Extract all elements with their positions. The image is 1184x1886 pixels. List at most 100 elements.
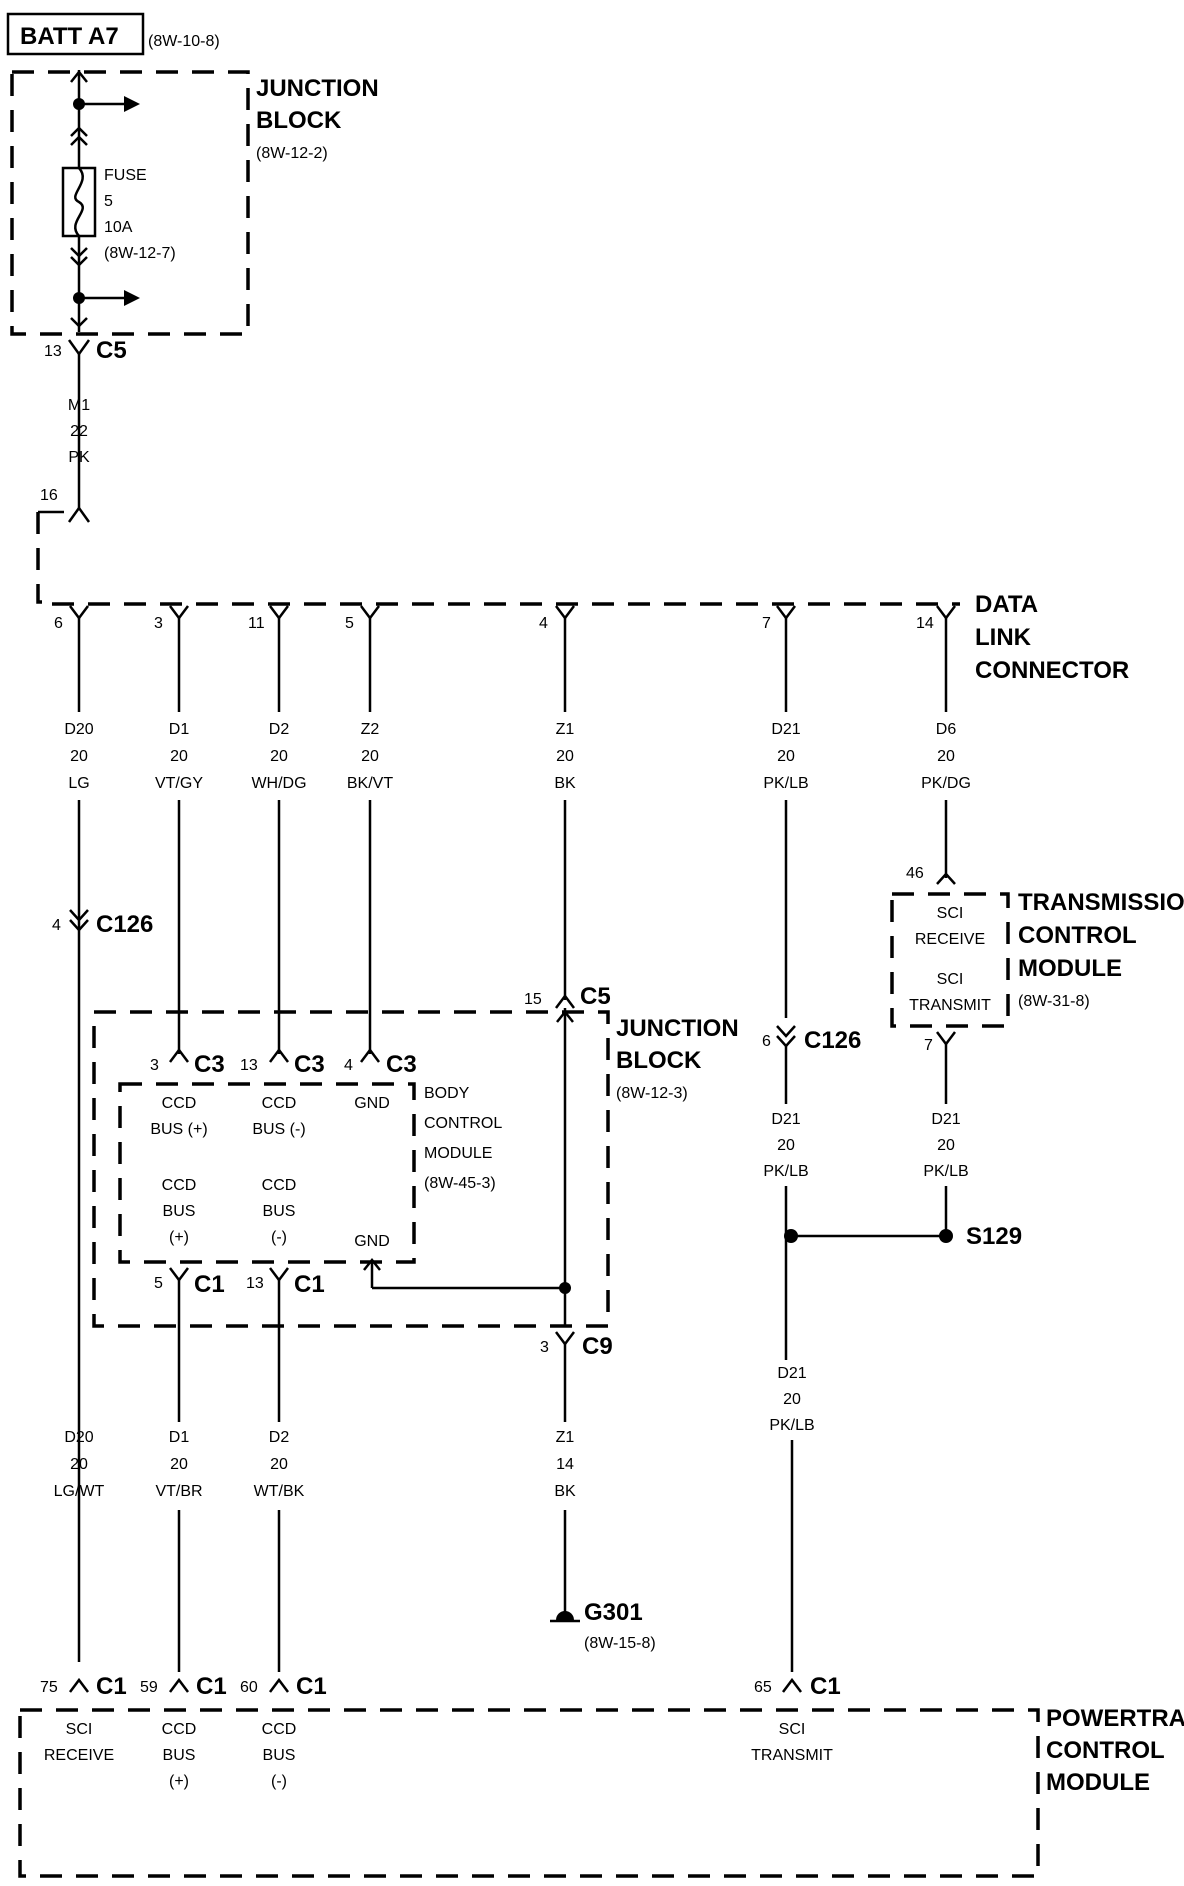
lw-z1-code: Z1 bbox=[556, 1429, 575, 1446]
lower-wire-labels: D20 20 LG/WT D1 20 VT/BR D2 20 WT/BK Z1 … bbox=[54, 1429, 576, 1500]
pcm-lbl-4b: TRANSMIT bbox=[751, 1747, 833, 1764]
wire-d1-code: D1 bbox=[169, 721, 190, 738]
pcm-name-1: POWERTRAIN bbox=[1046, 1705, 1184, 1732]
bcm-bot-1a: CCD bbox=[162, 1177, 197, 1194]
c126-left-chevron-icon bbox=[69, 909, 89, 922]
fuse-label-2: 5 bbox=[104, 193, 113, 210]
ground-name: G301 bbox=[584, 1599, 643, 1626]
c9-name: C9 bbox=[582, 1333, 613, 1360]
tcm-out-wire-color: PK/LB bbox=[923, 1163, 968, 1180]
pcm-pin-60: 60 bbox=[240, 1679, 258, 1696]
wire-z1-code: Z1 bbox=[556, 721, 575, 738]
pcm-lbl-2a: CCD bbox=[162, 1721, 197, 1738]
bcm-bot-1b: BUS bbox=[163, 1203, 196, 1220]
pcm-name-2: CONTROL bbox=[1046, 1737, 1165, 1764]
c126-left-name: C126 bbox=[96, 911, 153, 938]
dlc-name-2: LINK bbox=[975, 624, 1032, 651]
tcm-receive-1: SCI bbox=[937, 905, 964, 922]
lower-wires bbox=[177, 1280, 567, 1672]
tcm-name-1: TRANSMISSION bbox=[1018, 889, 1184, 916]
ground-icon bbox=[556, 1611, 574, 1620]
fuse-in-chevron2-icon bbox=[70, 135, 88, 146]
d21-low-color: PK/LB bbox=[769, 1417, 814, 1434]
bcm-top-gnd: GND bbox=[354, 1095, 390, 1112]
splice-name: S129 bbox=[966, 1223, 1022, 1250]
fuse-out-chevron-icon bbox=[70, 247, 88, 258]
c3-c-pin: 4 bbox=[344, 1057, 353, 1074]
c126-right-chevron-icon bbox=[776, 1025, 796, 1038]
wire-d6-code: D6 bbox=[936, 721, 957, 738]
c3-pin13-connector-icon bbox=[269, 1047, 289, 1063]
tcm-outline bbox=[890, 892, 1010, 1028]
wire-d2-code: D2 bbox=[269, 721, 290, 738]
c126-right-pin: 6 bbox=[762, 1033, 771, 1050]
fuse-element-icon bbox=[74, 167, 84, 237]
c3-b-name: C3 bbox=[294, 1051, 325, 1078]
lw-d1-code: D1 bbox=[169, 1429, 190, 1446]
wire-z2-code: Z2 bbox=[361, 721, 380, 738]
pcm-c1-d: C1 bbox=[810, 1673, 841, 1700]
bcm-bot-2a: CCD bbox=[262, 1177, 297, 1194]
pcm-outline bbox=[18, 1708, 1040, 1878]
fuse-out-chevron2-icon bbox=[70, 256, 88, 267]
fuse-label-3: 10A bbox=[104, 219, 133, 236]
c5-top-pin: 13 bbox=[44, 343, 62, 360]
wire-d21-code: D21 bbox=[771, 721, 800, 738]
pcm-lbl-3b: BUS bbox=[263, 1747, 296, 1764]
c3-c-name: C3 bbox=[386, 1051, 417, 1078]
tcm-pin46-connector-icon bbox=[936, 872, 956, 885]
wire-d6-color: PK/DG bbox=[921, 775, 971, 792]
splice-right-dot bbox=[939, 1229, 953, 1243]
c1-pin5-connector-icon bbox=[169, 1267, 189, 1283]
tcm-name-3: MODULE bbox=[1018, 955, 1122, 982]
dlc-wire-labels: D20 20 LG D1 20 VT/GY D2 20 WH/DG Z2 20 … bbox=[64, 721, 971, 792]
tcm-ref: (8W-31-8) bbox=[1018, 993, 1090, 1010]
c126-left-chevron2-icon bbox=[69, 919, 89, 932]
jb-c5-connector-icon bbox=[555, 993, 575, 1009]
feed-arrowhead bbox=[70, 69, 88, 83]
c3-pin3-connector-icon bbox=[169, 1047, 189, 1063]
bcm-name-4: (8W-45-3) bbox=[424, 1175, 496, 1192]
pcm-name-3: MODULE bbox=[1046, 1769, 1150, 1796]
pcm-lbl-2b: BUS bbox=[163, 1747, 196, 1764]
fuse-in-chevron-icon bbox=[70, 126, 88, 137]
bcm-top-1a: CCD bbox=[162, 1095, 197, 1112]
dlc-pin-11: 11 bbox=[248, 615, 265, 632]
c1-a-pin: 5 bbox=[154, 1275, 163, 1292]
dlc-pin-7: 7 bbox=[762, 615, 771, 632]
c3-pin4-connector-icon bbox=[360, 1047, 380, 1063]
pcm-lbl-4a: SCI bbox=[779, 1721, 806, 1738]
d21-low-gauge: 20 bbox=[783, 1391, 801, 1408]
wire-d2-gauge: 20 bbox=[270, 748, 288, 765]
lw-z1-color: BK bbox=[554, 1483, 576, 1500]
bcm-bot-2b: BUS bbox=[263, 1203, 296, 1220]
d21-mid-gauge: 20 bbox=[777, 1137, 795, 1154]
junction-block-top-ref: (8W-12-2) bbox=[256, 145, 328, 162]
d21-low-code: D21 bbox=[777, 1365, 806, 1382]
c3-b-pin: 13 bbox=[240, 1057, 258, 1074]
bcm-ground-arrow-icon bbox=[363, 1257, 381, 1271]
c1-a-name: C1 bbox=[194, 1271, 225, 1298]
z1-internal-arrow-icon bbox=[556, 1009, 574, 1023]
c3-a-pin: 3 bbox=[150, 1057, 159, 1074]
battery-source-box bbox=[6, 12, 145, 56]
jb-c5-name: C5 bbox=[580, 983, 611, 1010]
d21-mid-code: D21 bbox=[771, 1111, 800, 1128]
fuse-out-branch-arrow-icon bbox=[124, 290, 140, 306]
m1-wire-code: M1 bbox=[68, 397, 90, 414]
c3-a-name: C3 bbox=[194, 1051, 225, 1078]
wire-d21-color: PK/LB bbox=[763, 775, 808, 792]
block-exit-chevron-icon bbox=[70, 317, 88, 328]
lw-d1-gauge: 20 bbox=[170, 1456, 188, 1473]
c5-top-connector-icon bbox=[67, 339, 91, 357]
junction-block-top-name-1: JUNCTION bbox=[256, 75, 379, 102]
wire-d20-color: LG bbox=[68, 775, 89, 792]
dlc-name-3: CONNECTOR bbox=[975, 657, 1129, 684]
junction-block-top-name-2: BLOCK bbox=[256, 107, 342, 134]
tcm-out-wire-gauge: 20 bbox=[937, 1137, 955, 1154]
fuse-label-1: FUSE bbox=[104, 167, 147, 184]
bcm-name-1: BODY bbox=[424, 1085, 470, 1102]
dlc-pin-connectors bbox=[69, 605, 956, 621]
dlc-wires bbox=[77, 618, 948, 1662]
junction-block-mid-name-1: JUNCTION bbox=[616, 1015, 739, 1042]
